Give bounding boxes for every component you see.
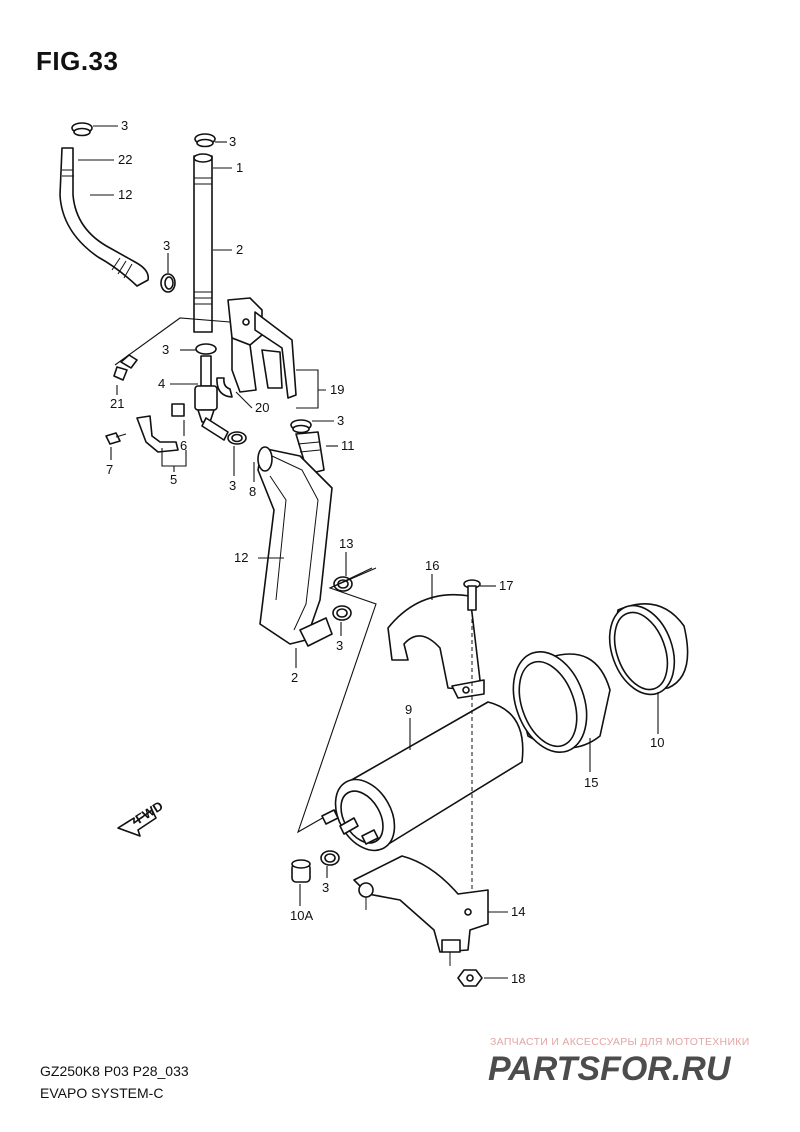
canister-9 [321,701,524,852]
callout-12: 12 [234,550,248,565]
callout-3: 3 [229,478,236,493]
callout-17: 17 [499,578,513,593]
cover-15 [512,650,611,754]
clamp-3-b [194,133,216,148]
figure-title: FIG.33 [36,46,119,76]
callout-19: 19 [330,382,344,397]
bracket-14 [353,855,489,966]
valve-4 [194,343,229,441]
callout-22: 22 [118,152,132,167]
callout-1: 1 [236,160,243,175]
callout-10a: 10A [290,908,313,923]
clamp-3-d [227,431,247,445]
clip-20 [216,377,233,398]
callout-3: 3 [336,638,343,653]
watermark-brand: PARTSFOR.RU [488,1050,732,1088]
clamp-3-g [320,850,340,866]
callout-7: 7 [106,462,113,477]
bolt-21 [113,354,138,381]
callout-6: 6 [180,438,187,453]
callout-20: 20 [255,400,269,415]
clamp-3-f [332,605,352,621]
callout-3: 3 [162,342,169,357]
cap-10 [608,602,689,696]
screw-7 [105,432,127,445]
section-name: EVAPO SYSTEM-C [40,1085,164,1101]
cap-10a [291,859,311,883]
model-code: GZ250K8 P03 P28_033 [40,1063,189,1079]
bracket-19 [227,297,297,399]
assembly-leader-lines [297,567,377,834]
callout-13: 13 [339,536,353,551]
callout-16: 16 [425,558,439,573]
callout-18: 18 [511,971,525,986]
hose-22-12 [59,147,150,287]
callout-12: 12 [118,187,132,202]
callout-3: 3 [337,413,344,428]
nut-18 [457,969,483,987]
clamp-3-c [160,273,176,293]
clamp-3-a [71,122,93,137]
callout-2: 2 [236,242,243,257]
bracket-16 [387,593,485,699]
watermark-logo: PARTSFOR.RU [488,1050,732,1088]
watermark-tagline: ЗАПЧАСТИ И АКСЕССУАРЫ ДЛЯ МОТОТЕХНИКИ [490,1036,750,1048]
callout-4: 4 [158,376,165,391]
hose-8-12 [257,446,333,647]
bracket-6 [136,403,185,453]
callout-15: 15 [584,775,598,790]
callout-3: 3 [322,880,329,895]
callout-11: 11 [341,438,355,453]
callout-3: 3 [163,238,170,253]
callout-5: 5 [170,472,177,487]
callout-3: 3 [229,134,236,149]
callout-8: 8 [249,484,256,499]
callout-2: 2 [291,670,298,685]
callout-10: 10 [650,735,664,750]
callout-14: 14 [511,904,525,919]
fwd-arrow-icon: FWD [117,798,166,837]
bolt-17 [463,579,481,900]
callout-leaders [78,125,659,979]
callout-9: 9 [405,702,412,717]
clamp-3-e [290,419,312,434]
callout-labels: 3 22 12 3 1 2 3 3 4 21 19 20 3 11 6 7 5 … [106,118,664,986]
callout-21: 21 [110,396,124,411]
hose-1-2 [193,153,213,333]
callout-3: 3 [121,118,128,133]
